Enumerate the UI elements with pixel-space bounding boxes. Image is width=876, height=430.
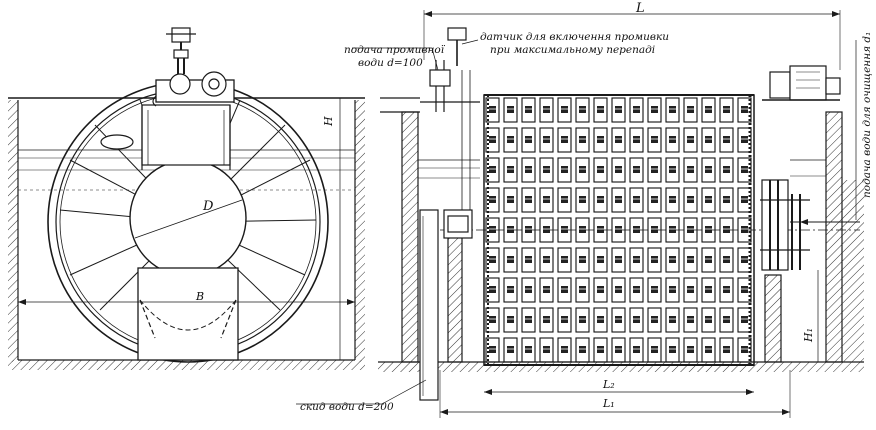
support-pedestal	[137, 267, 239, 361]
floor-hatch	[8, 360, 365, 370]
dim-l: L	[635, 1, 645, 16]
left-section-view	[8, 27, 365, 370]
right-wall-hatch	[355, 100, 365, 362]
drum-hub	[129, 159, 247, 277]
dim-l2: L₂	[602, 378, 615, 391]
right-floor-hatch	[378, 362, 864, 372]
dim-d: D	[202, 199, 214, 214]
right-longitudinal-view	[296, 10, 864, 418]
screen-mesh-grid	[483, 94, 755, 366]
valve-handwheel-icon	[171, 27, 191, 43]
flush-valve-icon	[429, 69, 451, 87]
clean-water-label: подача води для очищення d₁	[861, 32, 873, 198]
diameter-line	[134, 199, 243, 239]
dim-l1: L₁	[602, 397, 615, 410]
motor-icon	[769, 71, 791, 99]
right-bearing	[761, 179, 789, 271]
discharge-label: скид води d=200	[300, 401, 394, 413]
sensor-icon	[447, 27, 467, 41]
sensor-label-1: датчик для включення промивки	[480, 31, 669, 43]
dim-h: H	[322, 116, 335, 127]
sensor-label-2: при максимальному перепаді	[490, 44, 655, 56]
left-wall-hatch	[8, 100, 18, 362]
discharge-pipe	[419, 209, 439, 401]
dim-b: B	[195, 290, 204, 303]
flush-water-label-1: подача промивної	[344, 44, 446, 56]
flush-water-label-2: води d=100	[358, 57, 423, 69]
dim-h1: H₁	[802, 328, 815, 343]
